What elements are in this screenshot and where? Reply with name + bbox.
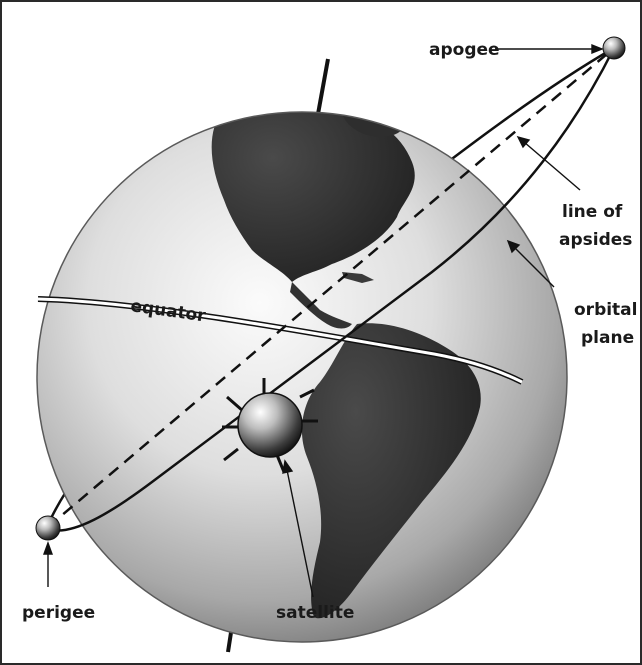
label-perigee: perigee bbox=[22, 603, 95, 623]
label-orbital-plane-2: plane bbox=[581, 328, 634, 348]
earth-axis-top bbox=[318, 59, 328, 114]
label-apogee: apogee bbox=[429, 40, 500, 60]
apogee-marker bbox=[603, 37, 625, 59]
earth-globe bbox=[37, 104, 567, 642]
perigee-marker bbox=[36, 516, 60, 540]
label-orbital-plane-1: orbital bbox=[574, 300, 637, 320]
label-satellite: satellite bbox=[276, 603, 354, 623]
label-line-of-apsides-2: apsides bbox=[559, 230, 632, 250]
label-line-of-apsides-1: line of bbox=[562, 202, 623, 222]
